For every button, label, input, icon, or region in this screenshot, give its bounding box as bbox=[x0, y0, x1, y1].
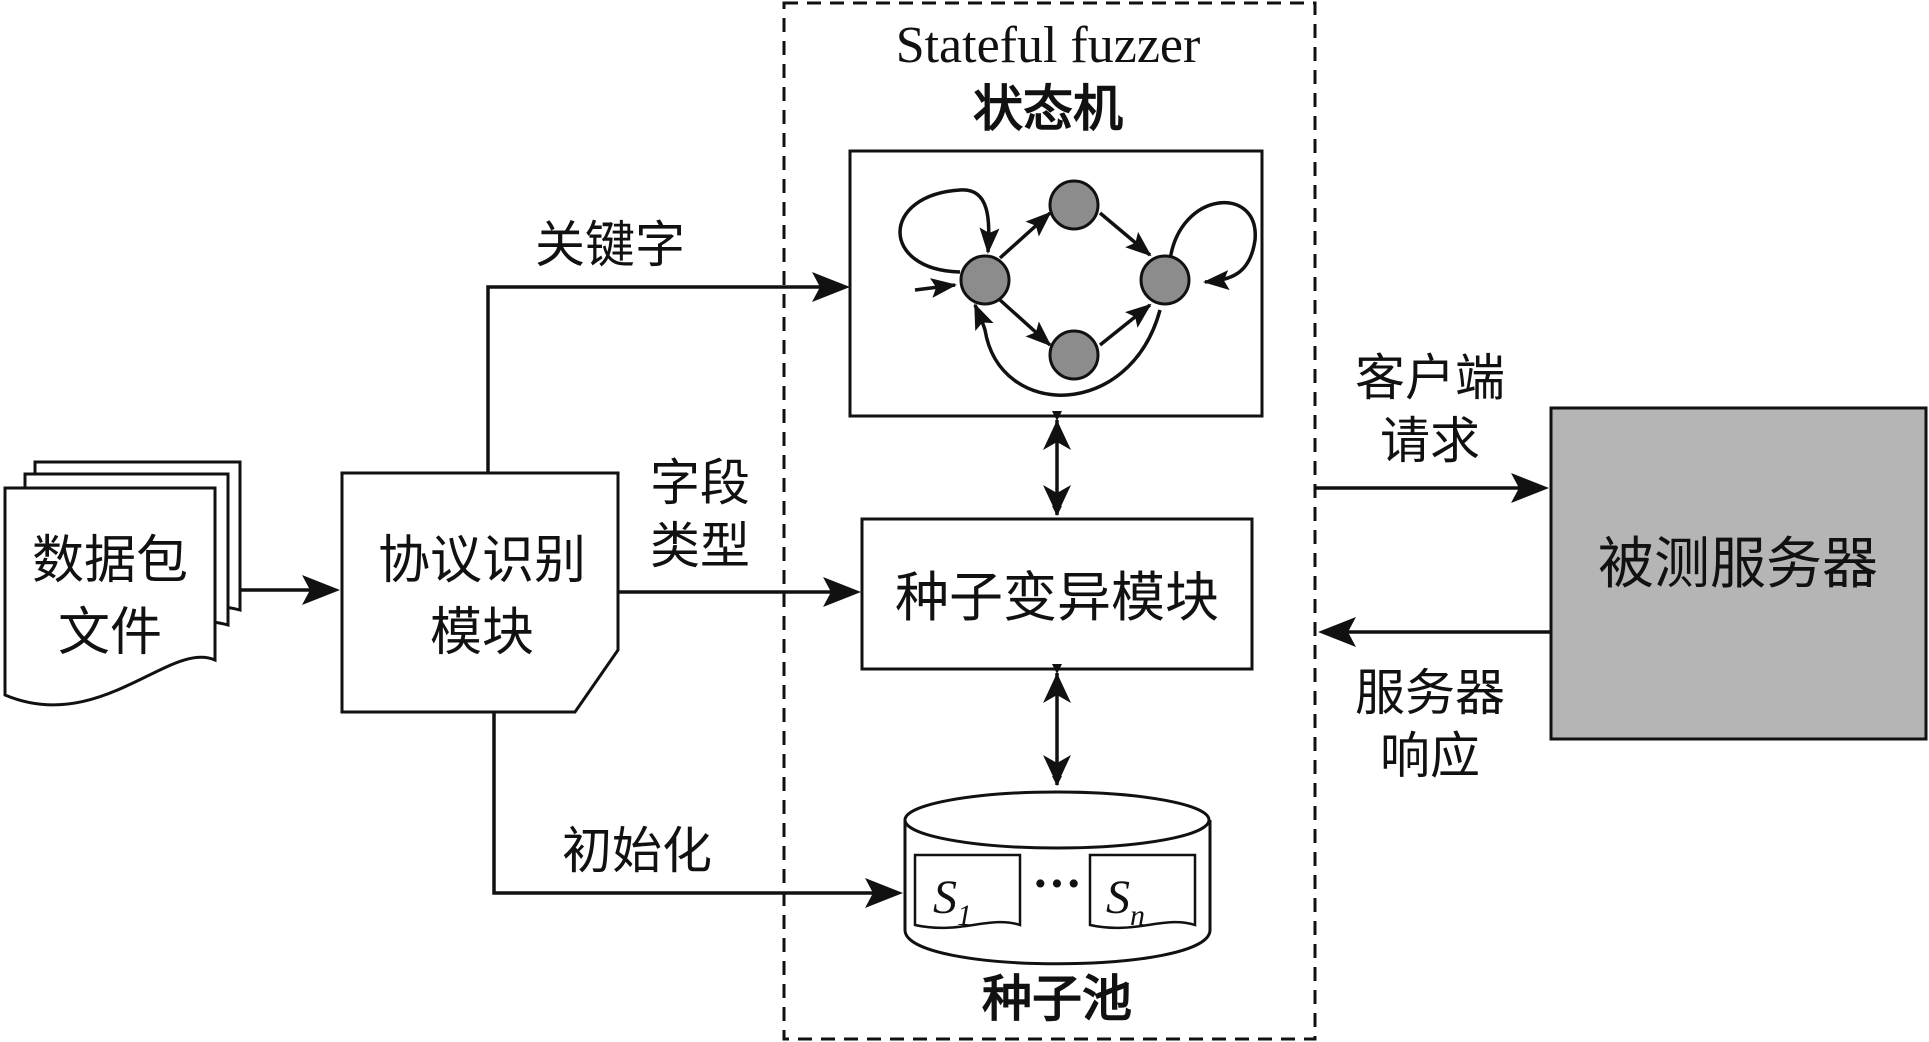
edge-label-client-request-line1: 客户端 bbox=[1355, 349, 1505, 407]
state-node-left bbox=[959, 254, 1011, 306]
edge-label-server-response-line2: 响应 bbox=[1380, 727, 1480, 785]
protocol-identification-box bbox=[340, 471, 620, 714]
packet-files-line1: 数据包 bbox=[32, 531, 188, 591]
server-under-test-box bbox=[1549, 406, 1928, 741]
state-machine-box bbox=[848, 149, 1264, 418]
edge-label-keyword: 关键字 bbox=[535, 216, 685, 274]
seed-mutation-module-label: 种子变异模块 bbox=[895, 566, 1219, 629]
packet-files-stack bbox=[3, 460, 242, 707]
seed-sn: Sn bbox=[1088, 853, 1197, 932]
seed-sn-label: Sn bbox=[1106, 871, 1145, 932]
arrow-initialize bbox=[492, 712, 898, 895]
protocol-module-line2: 模块 bbox=[430, 603, 534, 663]
edge-label-server-response-line1: 服务器 bbox=[1355, 664, 1505, 722]
state-node-top bbox=[1048, 179, 1100, 231]
state-node-right bbox=[1139, 254, 1191, 306]
seed-mutation-module-box bbox=[860, 517, 1254, 671]
stateful-fuzzer-region bbox=[782, 1, 1317, 1041]
seed-pool-label: 种子池 bbox=[982, 970, 1132, 1028]
edge-label-initialize: 初始化 bbox=[562, 822, 712, 880]
protocol-module-line1: 协议识别 bbox=[378, 531, 586, 591]
seed-s1-label: S1 bbox=[933, 871, 972, 932]
seed-ellipsis: ··· bbox=[1032, 855, 1082, 911]
state-machine-label: 状态机 bbox=[973, 80, 1123, 138]
edge-label-field-type-line2: 类型 bbox=[650, 517, 750, 575]
edge-label-field-type-line1: 字段 bbox=[650, 454, 750, 512]
server-under-test-label: 被测服务器 bbox=[1598, 532, 1878, 597]
seed-s1: S1 bbox=[913, 853, 1022, 932]
state-node-bottom bbox=[1048, 329, 1100, 381]
edge-label-client-request-line2: 请求 bbox=[1380, 412, 1480, 470]
state-transitions bbox=[898, 188, 1257, 397]
arrow-keyword bbox=[486, 285, 845, 473]
packet-files-line2: 文件 bbox=[58, 603, 162, 663]
stateful-fuzzer-title: Stateful fuzzer bbox=[896, 17, 1201, 74]
